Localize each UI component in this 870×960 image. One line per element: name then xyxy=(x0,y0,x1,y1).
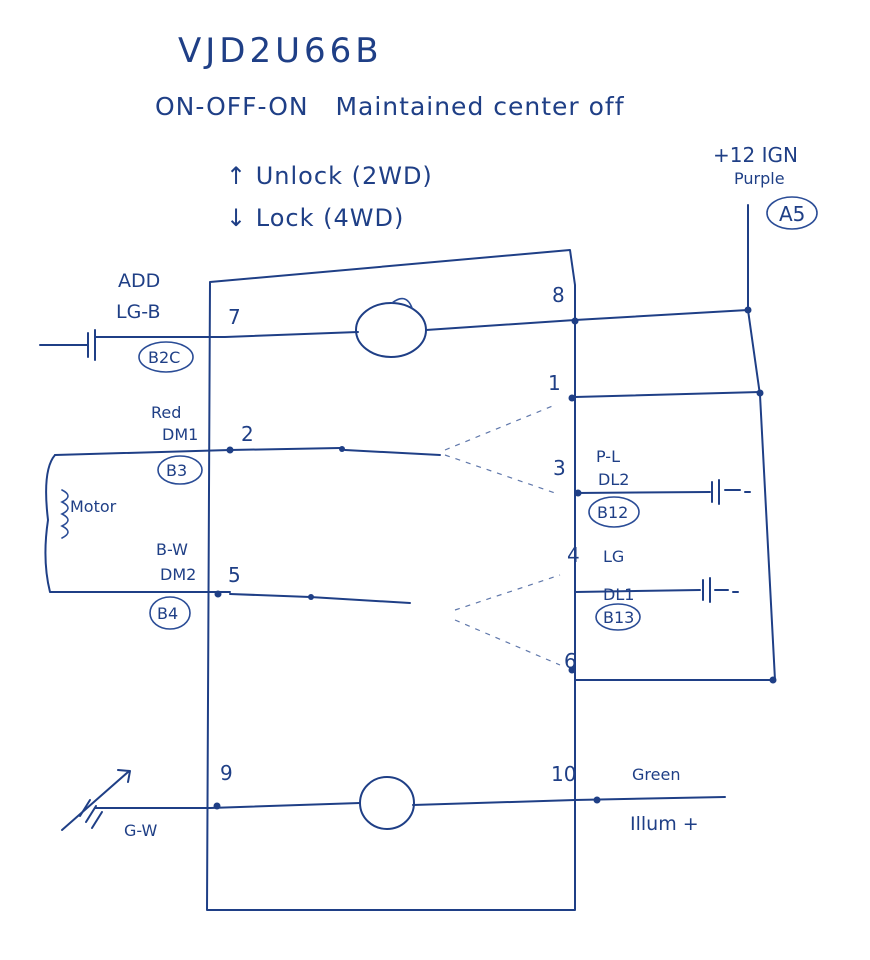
pin-dot xyxy=(571,317,579,325)
lock-label: ↓ Lock (4WD) xyxy=(226,204,404,232)
dm1-connector: B3 xyxy=(166,461,187,480)
dl1-name: DL1 xyxy=(603,585,634,604)
switch-body xyxy=(206,249,576,911)
throw-to-pin3 xyxy=(444,454,556,494)
add-connector: B2C xyxy=(148,348,180,367)
dm2-color: B-W xyxy=(156,540,188,559)
ground-symbol-left xyxy=(39,329,96,361)
junction-dot xyxy=(756,389,764,397)
dm2-connector: B4 xyxy=(157,604,178,623)
illum-wire xyxy=(412,796,726,806)
dl2-wire xyxy=(574,491,711,494)
add-wire xyxy=(94,331,359,338)
ground-symbol-dl1 xyxy=(702,577,739,603)
dl2-connector: B12 xyxy=(597,503,628,522)
pin-1-label: 1 xyxy=(548,371,561,395)
dm1-name: DM1 xyxy=(162,425,198,444)
illum-color: Green xyxy=(632,765,680,784)
pin-7-label: 7 xyxy=(228,305,241,329)
power-label: +12 IGN xyxy=(713,143,798,167)
junction-dot xyxy=(769,676,777,684)
dm1-color: Red xyxy=(151,403,181,422)
indicator-lamp-top xyxy=(355,302,427,358)
part-number: VJD2U66B xyxy=(178,31,383,71)
connector-circle xyxy=(149,596,191,630)
ground-symbol-bottom xyxy=(79,799,103,829)
dl2-color: P-L xyxy=(596,447,620,466)
pin-8-label: 8 xyxy=(552,283,565,307)
dm2-wire xyxy=(229,593,411,604)
pin-dot xyxy=(568,394,576,402)
motor-wire xyxy=(44,454,231,593)
pin-dot xyxy=(568,666,576,674)
pin-6-label: 6 xyxy=(564,649,577,673)
dl1-color: LG xyxy=(603,547,624,566)
connector-circle xyxy=(766,196,818,230)
connector-circle xyxy=(157,455,203,485)
add-color: LG-B xyxy=(116,301,161,323)
dm2-name: DM2 xyxy=(160,565,196,584)
connector-circle xyxy=(588,496,640,528)
motor-label: Motor xyxy=(70,497,117,516)
throw-to-pin1 xyxy=(444,404,556,451)
pin-9-label: 9 xyxy=(220,761,233,785)
blade-upper xyxy=(344,449,441,456)
throw-to-pin4 xyxy=(454,574,561,611)
pin-dot xyxy=(593,796,601,804)
pin-4-label: 4 xyxy=(567,543,580,567)
dl1-wire xyxy=(574,589,701,593)
pin-5-label: 5 xyxy=(228,563,241,587)
dl1-connector: B13 xyxy=(603,608,634,627)
connector-circle xyxy=(138,341,194,373)
lamp-top-to-pin8 xyxy=(425,319,576,331)
dimmer-arrow xyxy=(61,769,131,831)
connector-circle xyxy=(595,603,641,631)
junction-dot xyxy=(744,306,752,314)
pivot-dot xyxy=(339,446,345,452)
pin-dot xyxy=(574,489,582,497)
illum-name: Illum + xyxy=(630,813,699,835)
pin-dot xyxy=(213,802,221,810)
pin-2-label: 2 xyxy=(241,422,254,446)
ground-symbol-dl2 xyxy=(711,479,751,505)
dl2-name: DL2 xyxy=(598,470,629,489)
unlock-label: ↑ Unlock (2WD) xyxy=(226,162,433,190)
dm1-wire xyxy=(54,447,341,456)
pin-10-label: 10 xyxy=(551,762,576,786)
pin-dot xyxy=(214,590,222,598)
switch-type: ON-OFF-ON Maintained center off xyxy=(155,92,625,121)
illum-ground-color: G-W xyxy=(124,821,158,840)
power-color: Purple xyxy=(734,169,785,188)
lamp-arrow xyxy=(391,297,413,309)
pin-3-label: 3 xyxy=(553,456,566,480)
pin-dot xyxy=(226,446,234,454)
pivot-dot xyxy=(308,594,314,600)
indicator-lamp-bottom xyxy=(359,776,415,830)
motor-coil xyxy=(60,489,69,539)
throw-to-pin6 xyxy=(454,619,561,666)
pin1-wire xyxy=(574,391,761,398)
add-name: ADD xyxy=(118,270,160,292)
illum-ground-wire xyxy=(94,802,361,809)
power-connector: A5 xyxy=(779,202,805,226)
